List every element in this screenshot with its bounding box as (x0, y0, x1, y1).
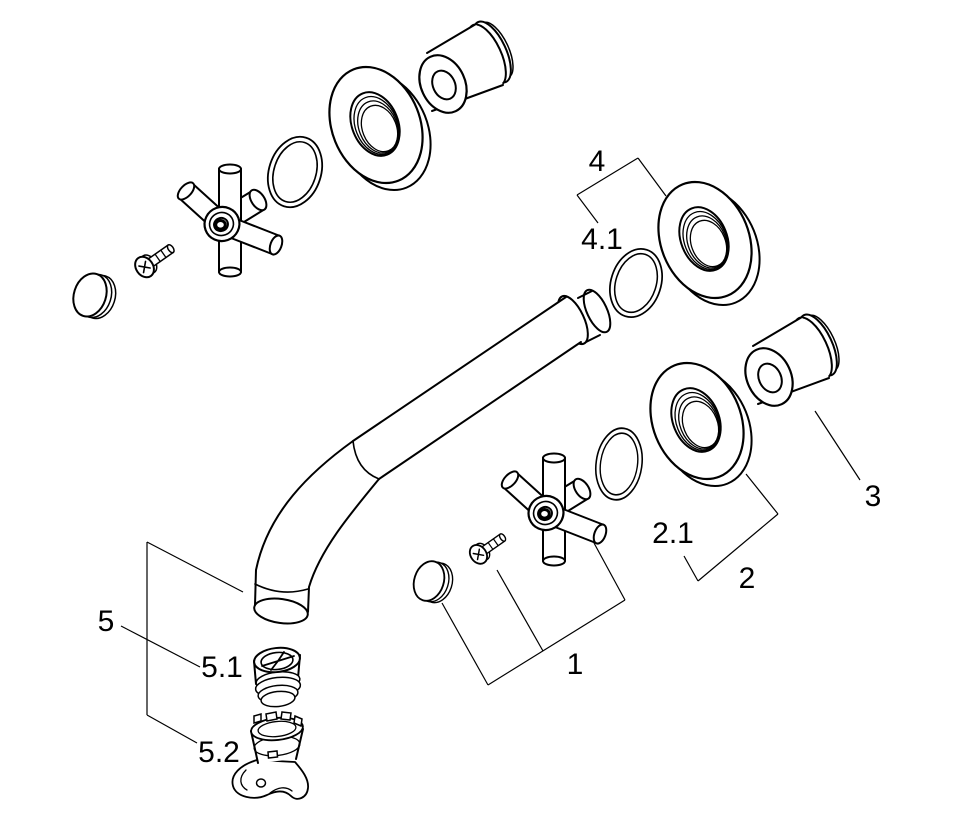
handle-screw-part1 (465, 526, 512, 569)
leader-label-5-to-5-1 (120, 625, 201, 668)
spout (253, 288, 612, 625)
part-labels: 1 2 2.1 3 4 4.1 5 5.1 5.2 (98, 145, 882, 769)
aerator-key-part5-2 (231, 711, 309, 800)
o-ring-part2-1 (590, 424, 648, 504)
leader-lines (120, 157, 861, 744)
part-label-5-2: 5.2 (198, 736, 240, 769)
leader-bracket-4-to-escutcheon (637, 157, 667, 197)
leader-escutcheon-to-bracket-2 (745, 473, 779, 515)
part-label-2-1: 2.1 (652, 517, 694, 550)
part-label-4-1: 4.1 (581, 223, 623, 256)
o-ring-top (258, 128, 332, 216)
leader-bracket-4-to-4-1 (576, 194, 599, 224)
leader-bracket-1-main (487, 599, 626, 686)
handle-cap-top (66, 268, 123, 324)
leader-bracket-5-to-5-2 (146, 714, 198, 744)
part-label-3: 3 (865, 480, 882, 513)
aerator-part5-1 (253, 646, 302, 708)
handle-cap-part1 (407, 556, 459, 608)
leader-handle-to-bracket-1 (593, 542, 626, 601)
leader-bracket-5-to-spout (146, 541, 244, 593)
leader-bracket-4-left (576, 157, 639, 196)
handle-screw-top (130, 237, 181, 282)
part-label-2: 2 (739, 562, 756, 595)
leader-screw-to-bracket-1 (496, 569, 544, 652)
part-label-1: 1 (567, 648, 584, 681)
leader-oring-to-bracket-2 (683, 555, 699, 582)
part-label-5-1: 5.1 (201, 651, 243, 684)
sleeve-part3 (735, 308, 848, 415)
cross-handle-part1 (497, 452, 611, 567)
part-label-5: 5 (98, 605, 115, 638)
leader-bracket-2-main (697, 513, 779, 582)
sleeve-top (409, 15, 522, 122)
leader-cap-to-bracket-1 (441, 602, 489, 686)
part-label-4: 4 (589, 145, 606, 178)
leader-sleeve-to-label-3 (814, 410, 861, 481)
